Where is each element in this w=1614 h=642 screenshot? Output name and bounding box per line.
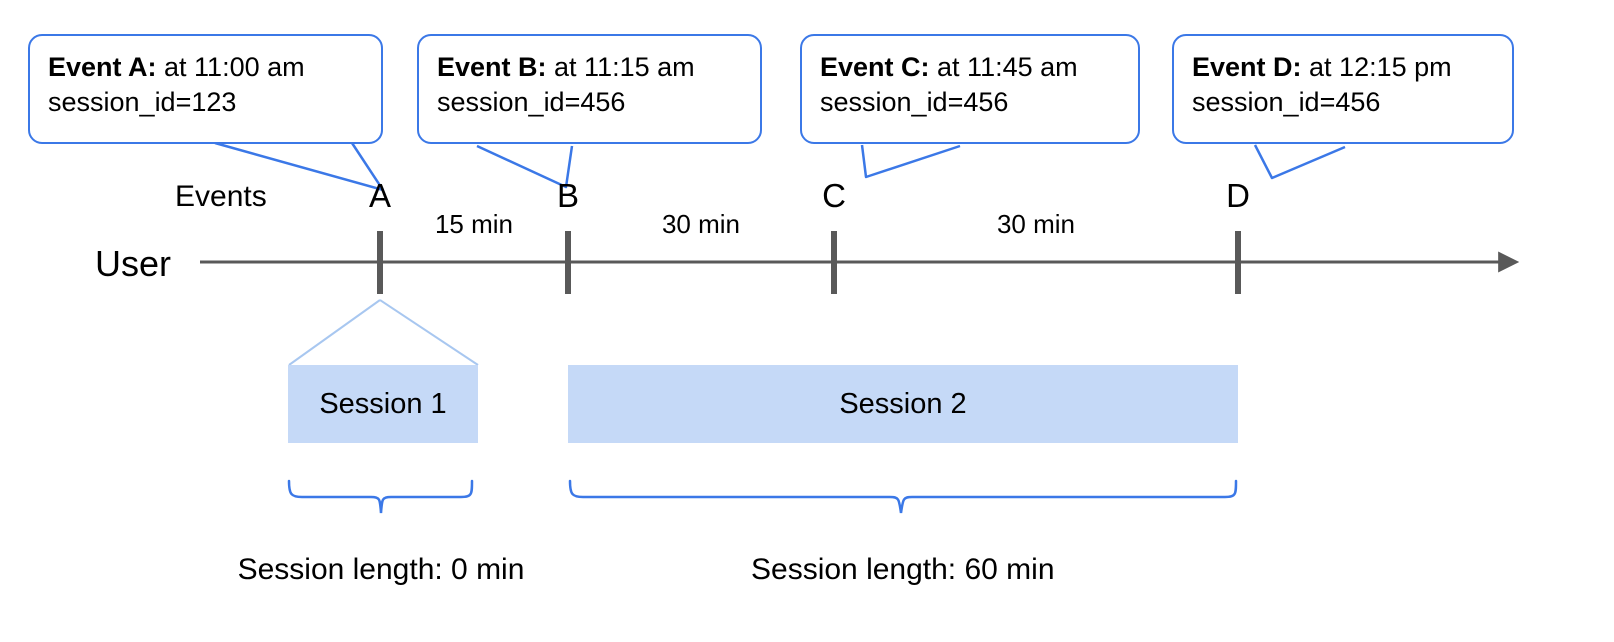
callout-d-event-name: Event D:	[1192, 52, 1302, 82]
callout-b-event-name: Event B:	[437, 52, 547, 82]
session-bar-1[interactable]: Session 1	[288, 365, 478, 443]
callout-c-event-name: Event C:	[820, 52, 930, 82]
callout-event-b[interactable]: Event B: at 11:15 am session_id=456	[417, 34, 762, 144]
gap-label-c-d: 30 min	[996, 209, 1076, 239]
event-letter-b: B	[556, 177, 579, 214]
callout-b-line-1: Event B: at 11:15 am	[437, 50, 744, 85]
callout-d-session-id: session_id=456	[1192, 87, 1381, 118]
event-letter-d: D	[1226, 177, 1250, 214]
callout-c-event-time: at 11:45 am	[929, 52, 1078, 82]
lane-label-user: User	[95, 243, 172, 284]
event-letter-c: C	[822, 177, 846, 214]
lane-label-events: Events	[175, 180, 267, 213]
session-length-label-2: Session length: 60 min	[751, 553, 1055, 586]
session-length-label-1: Session length: 0 min	[237, 553, 525, 586]
event-letter-a: A	[368, 177, 391, 214]
session1-leader-lines	[288, 299, 479, 366]
callout-c-session-id: session_id=456	[820, 87, 1009, 118]
callout-a-session-id: session_id=123	[48, 87, 237, 118]
callout-pointer-c	[860, 144, 961, 179]
session-bar-2[interactable]: Session 2	[568, 365, 1238, 443]
callout-a-event-name: Event A:	[48, 52, 157, 82]
callout-pointer-d	[1253, 144, 1346, 180]
callout-d-event-time: at 12:15 pm	[1301, 52, 1452, 82]
session-bar-2-label: Session 2	[839, 387, 967, 420]
callout-a-line-1: Event A: at 11:00 am	[48, 50, 365, 85]
callout-b-event-time: at 11:15 am	[546, 52, 695, 82]
session2-brace	[568, 479, 1238, 514]
callout-pointer-b	[476, 144, 574, 189]
callout-c-line-1: Event C: at 11:45 am	[820, 50, 1122, 85]
callout-pointer-a	[214, 141, 385, 192]
callout-d-line-1: Event D: at 12:15 pm	[1192, 50, 1496, 85]
callout-event-c[interactable]: Event C: at 11:45 am session_id=456	[800, 34, 1140, 144]
callout-a-event-time: at 11:00 am	[156, 52, 305, 82]
callout-b-session-id: session_id=456	[437, 87, 626, 118]
session-bar-1-label: Session 1	[319, 387, 447, 420]
session1-brace	[287, 479, 474, 514]
gap-label-a-b: 15 min	[434, 209, 514, 239]
callout-event-a[interactable]: Event A: at 11:00 am session_id=123	[28, 34, 383, 144]
gap-label-b-c: 30 min	[661, 209, 741, 239]
callout-event-d[interactable]: Event D: at 12:15 pm session_id=456	[1172, 34, 1514, 144]
